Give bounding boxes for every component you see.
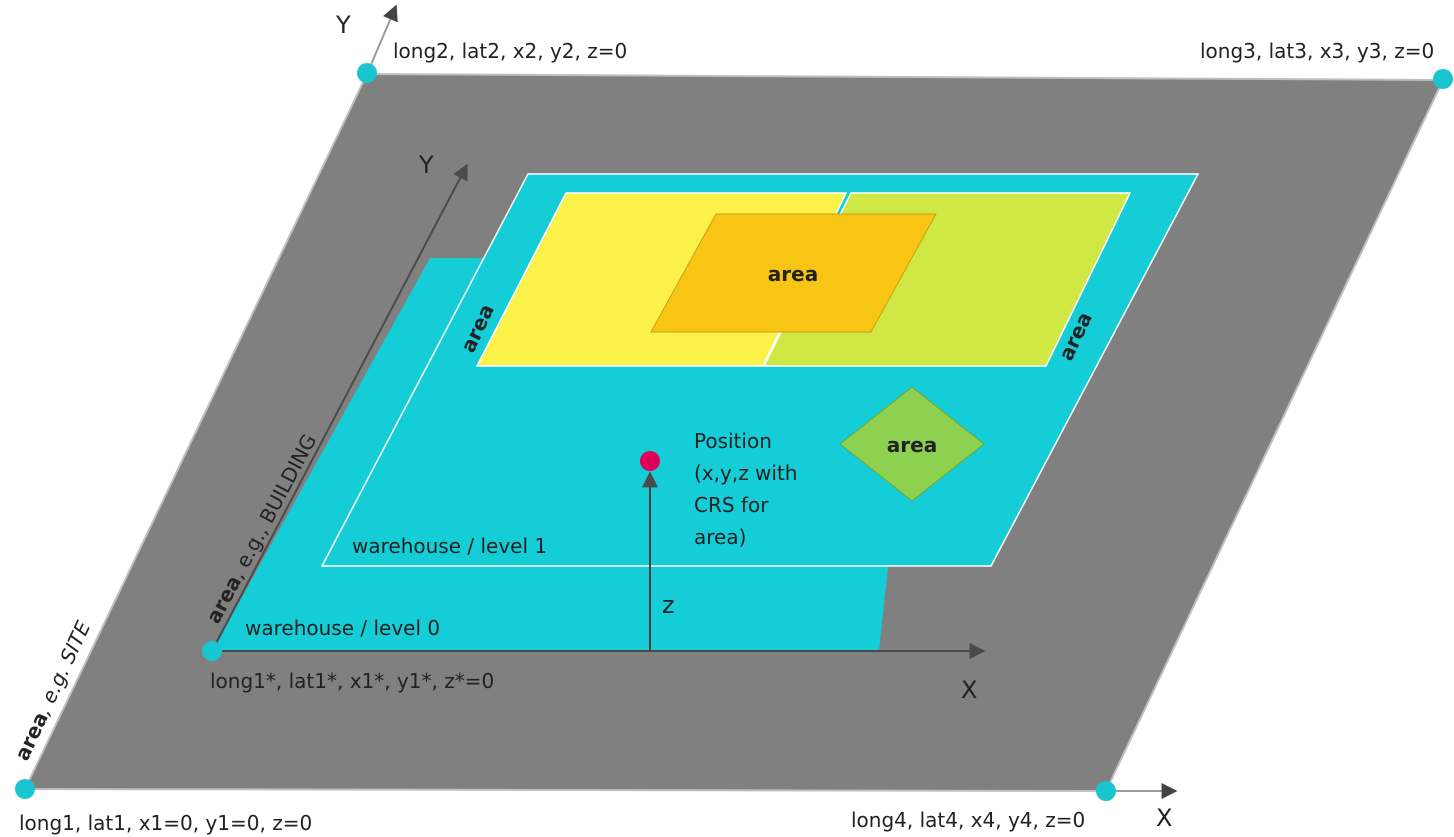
site-corner-bl-label: long1, lat1, x1=0, y1=0, z=0 [19,811,312,835]
building-axis-x-label: X [961,676,977,704]
building-y-axis [211,163,468,652]
corner-dot-tl [357,63,377,83]
position-line-2: (x,y,z with [694,461,797,485]
position-line-4: area) [694,525,746,549]
area-diamond [839,386,985,502]
building-axis-y-label: Y [418,151,434,179]
site-corner-tr-label: long3, lat3, x3, y3, z=0 [1200,39,1434,63]
site-y-axis [366,4,398,75]
site-corner-br-label: long4, lat4, x4, y4, z=0 [851,808,1085,832]
corner-dot-bl [15,779,35,799]
corner-dot-tr [1433,69,1453,89]
area-center-label: area [768,262,818,286]
corner-dot-br [1096,781,1116,801]
site-corner-tl-label: long2, lat2, x2, y2, z=0 [393,39,627,63]
area-diamond-label: area [887,433,937,457]
site-axis-x-label: X [1156,804,1172,832]
position-line-3: CRS for [694,493,769,517]
level-1-label: warehouse / level 1 [352,534,547,558]
position-label: Position (x,y,z with CRS for area) [694,429,804,549]
position-line-1: Position [694,429,772,453]
area-orange-center [650,213,937,333]
z-label: z [662,591,675,619]
level-0-label: warehouse / level 0 [245,616,440,640]
position-dot [640,451,660,471]
site-axis-y-label: Y [335,11,351,39]
building-origin-dot [202,641,222,661]
building-origin-label: long1*, lat1*, x1*, y1*, z*=0 [210,669,494,693]
